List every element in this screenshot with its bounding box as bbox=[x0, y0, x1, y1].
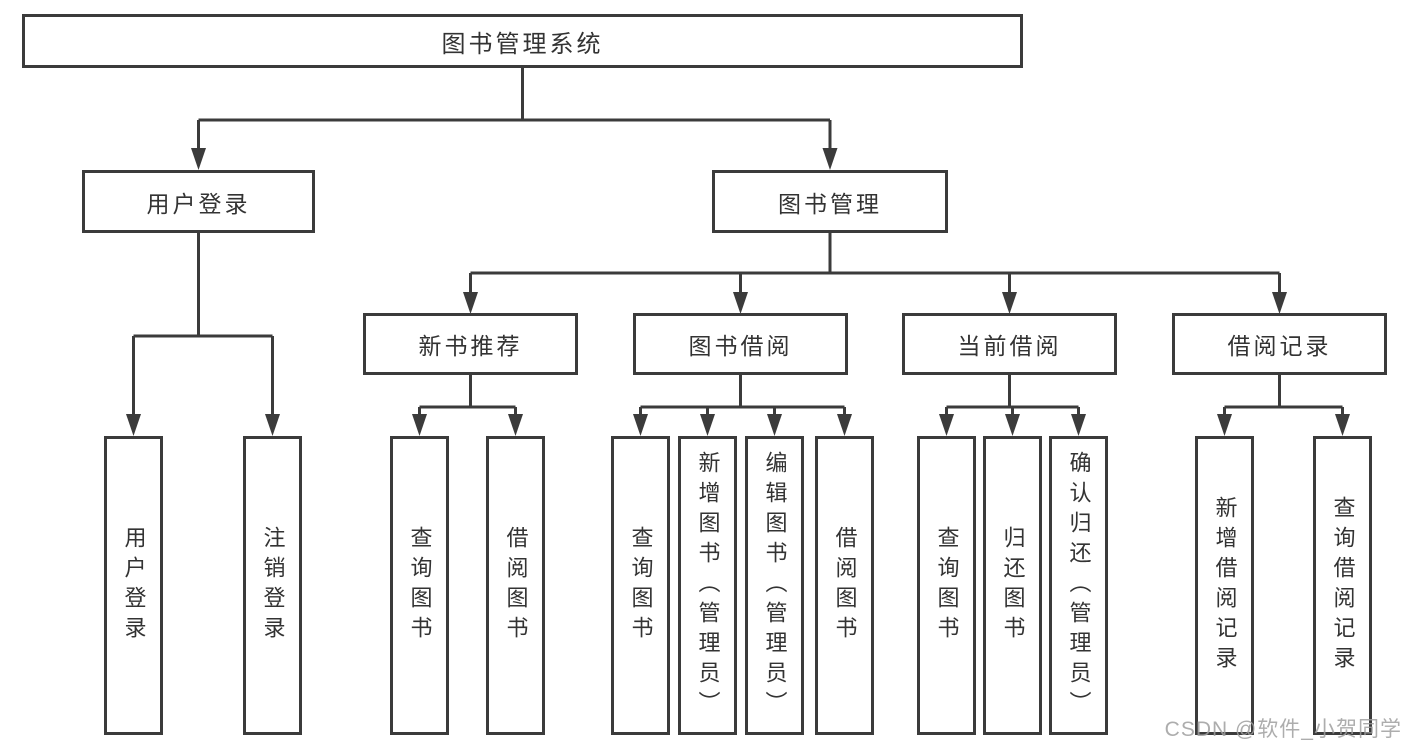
leaf-borrow-book-borrow: 借阅图书 bbox=[815, 436, 874, 735]
leaf-edit-book-admin-label: 编辑图书（管理员） bbox=[762, 450, 788, 721]
node-root-label: 图书管理系统 bbox=[441, 30, 604, 58]
leaf-logout: 注销登录 bbox=[243, 436, 302, 735]
leaf-query-borrow-record-label: 查询借阅记录 bbox=[1330, 495, 1356, 676]
edges-user-login bbox=[126, 233, 280, 436]
leaf-add-borrow-record-label: 新增借阅记录 bbox=[1212, 495, 1238, 676]
leaf-user-login: 用户登录 bbox=[104, 436, 163, 735]
leaf-logout-label: 注销登录 bbox=[260, 525, 286, 646]
leaf-query-book-borrow-label: 查询图书 bbox=[628, 525, 654, 646]
leaf-edit-book-admin: 编辑图书（管理员） bbox=[745, 436, 804, 735]
node-user-login-label: 用户登录 bbox=[146, 190, 251, 217]
node-new-book-rec-label: 新书推荐 bbox=[418, 333, 523, 359]
leaf-query-book-rec-label: 查询图书 bbox=[407, 525, 433, 646]
edges-borrow-record bbox=[1217, 373, 1350, 436]
leaf-add-book-admin: 新增图书（管理员） bbox=[678, 436, 737, 735]
node-user-login: 用户登录 bbox=[82, 170, 315, 233]
node-root: 图书管理系统 bbox=[22, 14, 1023, 68]
leaf-query-book-borrow: 查询图书 bbox=[611, 436, 670, 735]
leaf-confirm-return-admin-label: 确认归还（管理员） bbox=[1066, 450, 1092, 721]
edges-current-borrow bbox=[939, 373, 1086, 436]
edges-book-mgmt bbox=[463, 233, 1287, 314]
node-book-borrow: 图书借阅 bbox=[633, 313, 848, 375]
node-current-borrow-label: 当前借阅 bbox=[957, 333, 1062, 359]
leaf-borrow-book-rec: 借阅图书 bbox=[486, 436, 545, 735]
node-book-mgmt: 图书管理 bbox=[712, 170, 948, 233]
leaf-return-book: 归还图书 bbox=[983, 436, 1042, 735]
node-book-borrow-label: 图书借阅 bbox=[688, 333, 793, 359]
leaf-query-borrow-record: 查询借阅记录 bbox=[1313, 436, 1372, 735]
leaf-confirm-return-admin: 确认归还（管理员） bbox=[1049, 436, 1108, 735]
node-new-book-rec: 新书推荐 bbox=[363, 313, 578, 375]
leaf-query-book-rec: 查询图书 bbox=[390, 436, 449, 735]
watermark: CSDN @软件_小贺同学 bbox=[1164, 718, 1402, 741]
leaf-add-borrow-record: 新增借阅记录 bbox=[1195, 436, 1254, 735]
leaf-return-book-label: 归还图书 bbox=[1000, 525, 1026, 646]
leaf-borrow-book-rec-label: 借阅图书 bbox=[503, 525, 529, 646]
edges-root bbox=[191, 68, 838, 170]
node-book-mgmt-label: 图书管理 bbox=[778, 190, 882, 217]
node-borrow-record-label: 借阅记录 bbox=[1227, 333, 1332, 359]
leaf-user-login-label: 用户登录 bbox=[121, 525, 147, 646]
leaf-query-book-current: 查询图书 bbox=[917, 436, 976, 735]
edges-new-book-rec bbox=[412, 373, 523, 436]
leaf-add-book-admin-label: 新增图书（管理员） bbox=[695, 450, 721, 721]
node-borrow-record: 借阅记录 bbox=[1172, 313, 1387, 375]
node-current-borrow: 当前借阅 bbox=[902, 313, 1117, 375]
edges-book-borrow bbox=[633, 373, 852, 436]
leaf-borrow-book-borrow-label: 借阅图书 bbox=[832, 525, 858, 646]
leaf-query-book-current-label: 查询图书 bbox=[934, 525, 960, 646]
